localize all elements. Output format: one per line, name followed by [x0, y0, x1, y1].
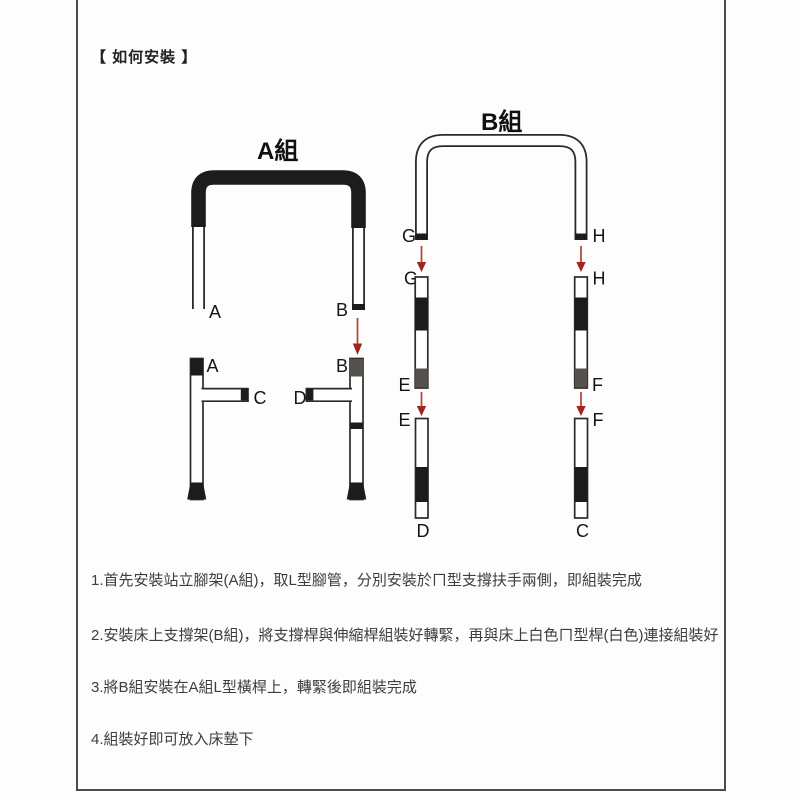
- arrow-b-head: [352, 343, 363, 355]
- instruction-step-1: 1.首先安裝站立腳架(A組)，取L型腳管，分別安裝於ㄇ型支撐扶手兩側，即組裝完成: [91, 572, 642, 589]
- a-left-pipe-cap: [190, 358, 203, 376]
- group-a: A組 A B A C B: [187, 137, 367, 501]
- page-title: 【 如何安裝 】: [91, 49, 198, 66]
- a-right-pipe-foot: [346, 482, 367, 500]
- b-right-lower-top-label: F: [593, 410, 604, 430]
- a-left-pipe-top-label: A: [207, 356, 219, 376]
- arrow-h-head: [576, 262, 586, 272]
- a-frame-right-leg-tip: [352, 304, 365, 310]
- a-frame-right-leg-label: B: [336, 300, 348, 320]
- b-frame-right-leg-tip: [575, 233, 587, 240]
- a-right-pipe-top-label: B: [336, 356, 348, 376]
- b-left-lower-bottom-label: D: [417, 521, 430, 541]
- group-b-title: B組: [481, 108, 522, 136]
- instruction-step-4: 4.組裝好即可放入床墊下: [91, 731, 254, 748]
- b-right-upper-band: [574, 297, 588, 331]
- a-frame-black-section: [191, 170, 366, 228]
- group-a-title: A組: [257, 137, 298, 165]
- a-left-pipe-tube: [189, 357, 204, 501]
- a-right-pipe-band: [350, 422, 363, 429]
- arrow-g-head: [416, 262, 427, 272]
- b-frame-right-leg-label: H: [593, 226, 606, 246]
- a-left-pipe-arm-label: C: [254, 388, 267, 408]
- right-border-line: [724, 0, 726, 791]
- a-left-pipe-foot: [187, 482, 207, 500]
- b-right-upper-gray-end: [574, 368, 588, 388]
- a-frame-tube-fill: [193, 172, 364, 309]
- b-left-upper-gray-end: [415, 368, 428, 388]
- b-right-lower-bottom-label: C: [576, 521, 589, 541]
- b-left-upper-bottom-label: E: [399, 375, 411, 395]
- arrow-e-head: [416, 406, 427, 416]
- b-frame-tube-outline: [415, 134, 588, 240]
- instruction-step-3: 3.將B組安裝在A組L型橫桿上，轉緊後即組裝完成: [91, 679, 417, 696]
- a-frame-tube-outline: [192, 171, 365, 309]
- b-right-upper-bottom-label: F: [592, 375, 603, 395]
- a-left-pipe-arm-tip: [240, 388, 248, 401]
- bottom-border-line: [76, 789, 726, 791]
- instruction-step-2: 2.安裝床上支撐架(B組)，將支撐桿與伸縮桿組裝好轉緊，再與床上白色ㄇ型桿(白色…: [91, 627, 719, 644]
- a-right-pipe-arm-label: D: [294, 388, 307, 408]
- a-frame-left-leg-label: A: [209, 302, 221, 322]
- b-frame-left-leg-tip: [415, 233, 428, 240]
- b-left-lower-top-label: E: [399, 410, 411, 430]
- b-left-upper-band: [415, 297, 428, 331]
- assembly-diagram: A組 A B A C B: [187, 108, 606, 541]
- b-frame-left-leg-label: G: [402, 226, 416, 246]
- b-right-lower-band: [574, 467, 588, 502]
- b-frame-tube-fill: [416, 135, 586, 240]
- a-right-pipe-gray-cap: [350, 359, 363, 377]
- b-left-lower-band: [415, 467, 428, 502]
- arrow-f-head: [576, 406, 586, 416]
- a-right-pipe-arm-tip: [306, 388, 314, 401]
- b-right-upper-top-label: H: [593, 269, 606, 289]
- group-b: B組 G H G E E D: [399, 108, 606, 541]
- left-border-line: [76, 0, 78, 791]
